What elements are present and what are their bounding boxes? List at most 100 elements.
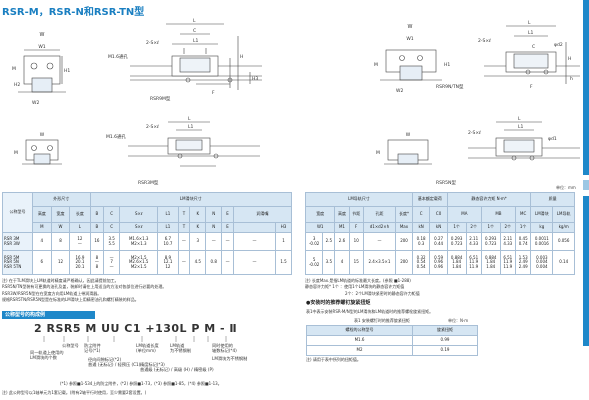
dim-label: H1 [64, 68, 70, 74]
cell: 10 [348, 232, 364, 251]
cell: 0.14 [552, 250, 575, 275]
group-header: LM滑块尺寸 [89, 192, 292, 207]
cell: 8 [50, 232, 71, 251]
table-row: 3 -0.02 2.5 2.6 10 — 200 0.18 0.3 0.27 0… [304, 232, 575, 251]
cell: M2 [305, 345, 414, 356]
model-label: 公称型号 [62, 343, 79, 348]
cell: — [205, 232, 223, 251]
col-sub: kg [530, 222, 554, 233]
dim-label: M1.6通孔 [106, 133, 127, 140]
col-header: C [411, 206, 431, 223]
cell: 3.5 [322, 250, 336, 275]
dim-label: W2 [32, 100, 39, 106]
dim-label: h [570, 76, 573, 82]
col-header: T [177, 206, 191, 223]
cell: 4 [334, 250, 350, 275]
dim-label: W [408, 24, 413, 30]
col-header: C [103, 206, 121, 223]
col-sub: kN [429, 222, 448, 233]
cell: 6.51 11.9 11.9 [499, 250, 516, 275]
cell: 6.51 11.9 11.9 [465, 250, 482, 275]
col-header: C0 [429, 206, 448, 223]
model-label: LM轨道 为不锈钢制 [170, 343, 191, 353]
col-header: 宽度 [304, 206, 336, 223]
col-sub: kg/m [552, 222, 575, 233]
cell: 2.6 [334, 232, 350, 251]
figure-caption: RSR9N/TN型 [436, 83, 464, 90]
col-header: 长度 [69, 206, 91, 223]
cell: 4 [32, 232, 52, 251]
group-header: 质量 [530, 192, 575, 207]
cell: — [221, 232, 234, 251]
dim-label: H1 [444, 62, 450, 68]
dim-label: M [12, 66, 16, 72]
col-sub: L1 [157, 222, 179, 233]
header-model: 公称型号 [2, 192, 33, 233]
cell: 2.5 [322, 232, 336, 251]
torque-table: 螺栓的公称型号 旋紧扭矩 M1.6 0.99 M2 0.19 [305, 325, 478, 356]
cell: 0.18 0.3 [411, 232, 431, 251]
cell: 0.0011 0.0016 [530, 232, 554, 251]
cell: 3 [189, 232, 207, 251]
dim-label: W2 [396, 88, 403, 94]
edge-tab [583, 196, 589, 346]
col-header: LM导轨 [552, 206, 575, 223]
model-code: 2 RSR5 M UU C1 +130L P M - Ⅱ [34, 322, 238, 335]
col-sub: S×ℓ [119, 222, 159, 233]
col-sub: C [103, 222, 121, 233]
model-label: 防尘附件 记号(*1) [84, 343, 101, 353]
cell: 12 [50, 250, 71, 275]
cell: 0.32 0.54 0.54 [411, 250, 431, 275]
foot-note: 注) 此公称型号以1轴单元为1套记载。(附有2轴平行时使用，至少需要2套设置。) [2, 390, 147, 395]
model-brackets [43, 336, 227, 342]
dim-label: F [530, 84, 533, 90]
dim-label: W1 [406, 36, 413, 42]
cell: 6.7 10.7 [157, 232, 179, 251]
dim-label: L [193, 18, 196, 24]
dim-label: L1 [528, 30, 534, 36]
col-header: 孔距 [362, 206, 397, 223]
cell: 1 [275, 232, 292, 251]
col-header: 螺栓的公称型号 [305, 325, 414, 336]
torque-desc: 表1中表示安装RSR-M/N型的LM滑块和LM轨道时的推荐螺栓旋紧扭矩。 [306, 309, 434, 314]
figure-rsr-n: W W1 W2 2-S×ℓ L L1 C φd2 H H1 h M F RSR9… [374, 20, 580, 94]
cell: 2.11 4.33 [499, 232, 516, 251]
cell: — [177, 232, 191, 251]
cell: 200 [395, 232, 413, 251]
col-sub: d1×d2×h [362, 222, 397, 233]
col-sub: W [50, 222, 71, 233]
torque-section-title: ●安装时的推荐螺钉旋紧扭矩 [306, 300, 371, 306]
cell: 0.884 1.84 1.84 [480, 250, 501, 275]
ref-line: (*1) 参照■1-534上的防尘附件，(*2) 参照■1-73，(*3) 参照… [60, 381, 222, 386]
col-header: MC [514, 206, 532, 223]
group-header: 静态容许力矩 N·m* [446, 192, 532, 207]
table-row: 5 -0.02 3.5 4 15 2.4×3.5×1 200 0.32 0.54… [304, 250, 575, 275]
cell: 6 [32, 250, 52, 275]
col-sub: T [177, 222, 191, 233]
cell: 5 -0.02 [304, 250, 324, 275]
dim-label: H [240, 54, 243, 60]
col-header: 旋紧扭矩 [412, 325, 478, 336]
cell: 1.5 [275, 250, 292, 275]
dim-label: 2-S×ℓ [146, 124, 159, 130]
col-sub: F [348, 222, 364, 233]
table-row: M1.6 0.99 [305, 335, 478, 346]
model-label: LM滑块为不锈钢制 [212, 356, 248, 361]
cell: — 7 — [103, 250, 121, 275]
cell: 8 — 8 [89, 250, 105, 275]
col-sub: 2个 [465, 222, 482, 233]
dim-label: L [188, 116, 191, 122]
dim-label: L [528, 20, 531, 26]
cell: 2.4×3.5×1 [362, 250, 397, 275]
cell: 12 — [69, 232, 91, 251]
col-header: L1 [157, 206, 179, 223]
col-header: 长度* [395, 206, 413, 223]
dim-label: W [40, 132, 45, 138]
cell: 3 -0.02 [304, 232, 324, 251]
col-sub [233, 222, 276, 233]
col-header: 宽度 [50, 206, 71, 223]
torque-table-caption: 表1 安装螺钉时的推荐旋紧扭矩 [354, 318, 410, 323]
